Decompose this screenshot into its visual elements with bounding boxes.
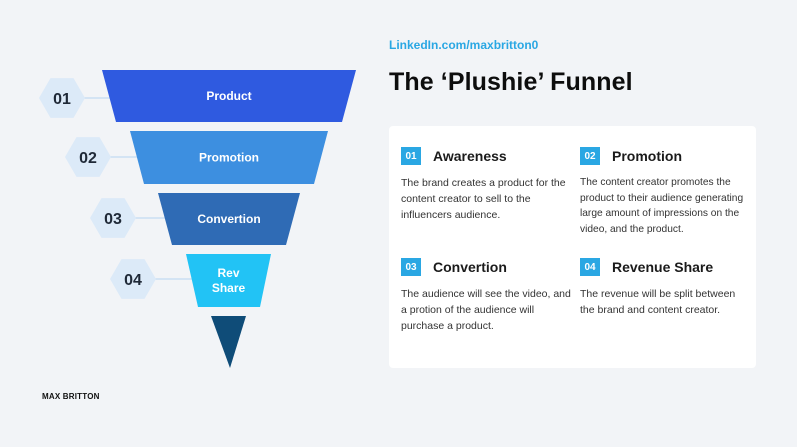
- funnel-tip: [211, 316, 246, 368]
- step-description: The content creator promotes the product…: [580, 177, 744, 235]
- step-number-badge: 03: [401, 258, 421, 276]
- step-hexagon: [65, 137, 111, 177]
- funnel-segment-label: Promotion: [199, 151, 259, 165]
- step-hexagon: [110, 259, 156, 299]
- step-title: Promotion: [612, 148, 682, 164]
- funnel-segment-label: Product: [206, 89, 251, 103]
- step-awareness: 01 Awareness The brand creates a product…: [401, 146, 571, 223]
- step-revenue-share: 04 Revenue Share The revenue will be spl…: [580, 257, 750, 318]
- hexagon-number: 01: [53, 91, 71, 108]
- hexagon-number: 02: [79, 150, 97, 167]
- funnel-segment: [186, 254, 271, 307]
- steps-card: 01 Awareness The brand creates a product…: [389, 126, 756, 368]
- hexagon-number: 03: [104, 211, 122, 228]
- funnel-segment: [158, 193, 300, 245]
- page-title: The ‘Plushie’ Funnel: [389, 68, 633, 96]
- step-description: The audience will see the video, and a p…: [401, 288, 571, 332]
- step-convertion: 03 Convertion The audience will see the …: [401, 257, 571, 334]
- step-title: Convertion: [433, 259, 507, 275]
- author-footer: MAX BRITTON: [42, 392, 100, 401]
- step-description: The revenue will be split between the br…: [580, 288, 736, 316]
- funnel-segment-label: Convertion: [197, 212, 260, 226]
- funnel-segment: [130, 131, 328, 184]
- step-promotion: 02 Promotion The content creator promote…: [580, 146, 750, 237]
- funnel-segment: [102, 70, 356, 122]
- step-hexagon: [39, 78, 85, 118]
- step-number-badge: 02: [580, 147, 600, 165]
- step-hexagon: [90, 198, 136, 238]
- step-number-badge: 04: [580, 258, 600, 276]
- step-description: The brand creates a product for the cont…: [401, 177, 566, 221]
- step-title: Revenue Share: [612, 259, 714, 275]
- step-number-badge: 01: [401, 147, 421, 165]
- hexagon-number: 04: [124, 272, 142, 289]
- linkedin-link[interactable]: LinkedIn.com/maxbritton0: [389, 38, 539, 52]
- step-title: Awareness: [433, 148, 507, 164]
